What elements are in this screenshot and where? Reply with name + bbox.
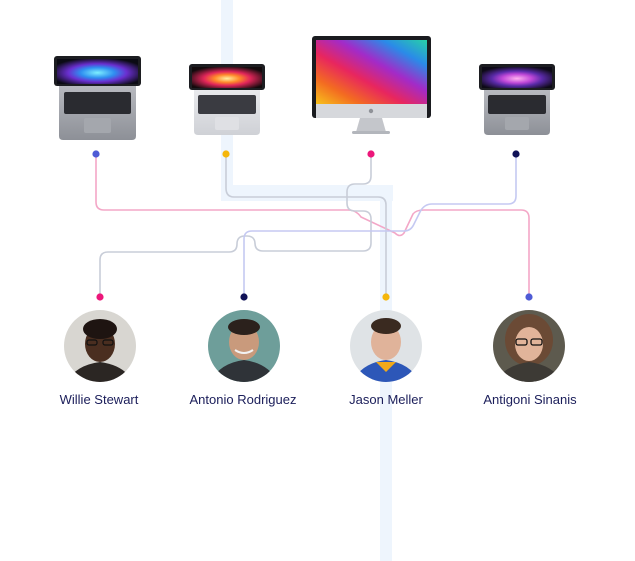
person-dot-pink: [96, 293, 104, 301]
person-name-willie-stewart: Willie Stewart: [59, 392, 139, 407]
device-laptop-2: [189, 64, 265, 135]
connection-lines: [95, 153, 530, 298]
device-imac: [312, 36, 431, 134]
person-name-antigoni-sinanis: Antigoni Sinanis: [483, 392, 577, 407]
person-dots: [96, 293, 533, 301]
avatar-antigoni-sinanis: [493, 310, 565, 382]
device-dot-blue: [92, 150, 100, 158]
link-device-3-person-1: [243, 153, 517, 298]
link-device-2-person-0: [99, 153, 372, 298]
device-dot-yellow: [222, 150, 230, 158]
person-name-antonio-rodriguez: Antonio Rodriguez: [189, 392, 297, 407]
avatar-willie-stewart: [64, 310, 136, 382]
device-laptop-1: [54, 56, 141, 140]
person-name-jason-meller: Jason Meller: [349, 392, 423, 407]
person-dot-navy: [240, 293, 248, 301]
device-dots: [92, 150, 520, 158]
avatar-antonio-rodriguez: [208, 310, 280, 382]
person-dot-yellow: [382, 293, 390, 301]
link-device-0-person-3: [95, 153, 530, 298]
link-device-1-person-2: [225, 153, 387, 298]
device-dot-pink: [367, 150, 375, 158]
device-dot-navy: [512, 150, 520, 158]
person-dot-blue: [525, 293, 533, 301]
avatar-jason-meller: [350, 310, 422, 382]
device-laptop-3: [479, 64, 555, 135]
